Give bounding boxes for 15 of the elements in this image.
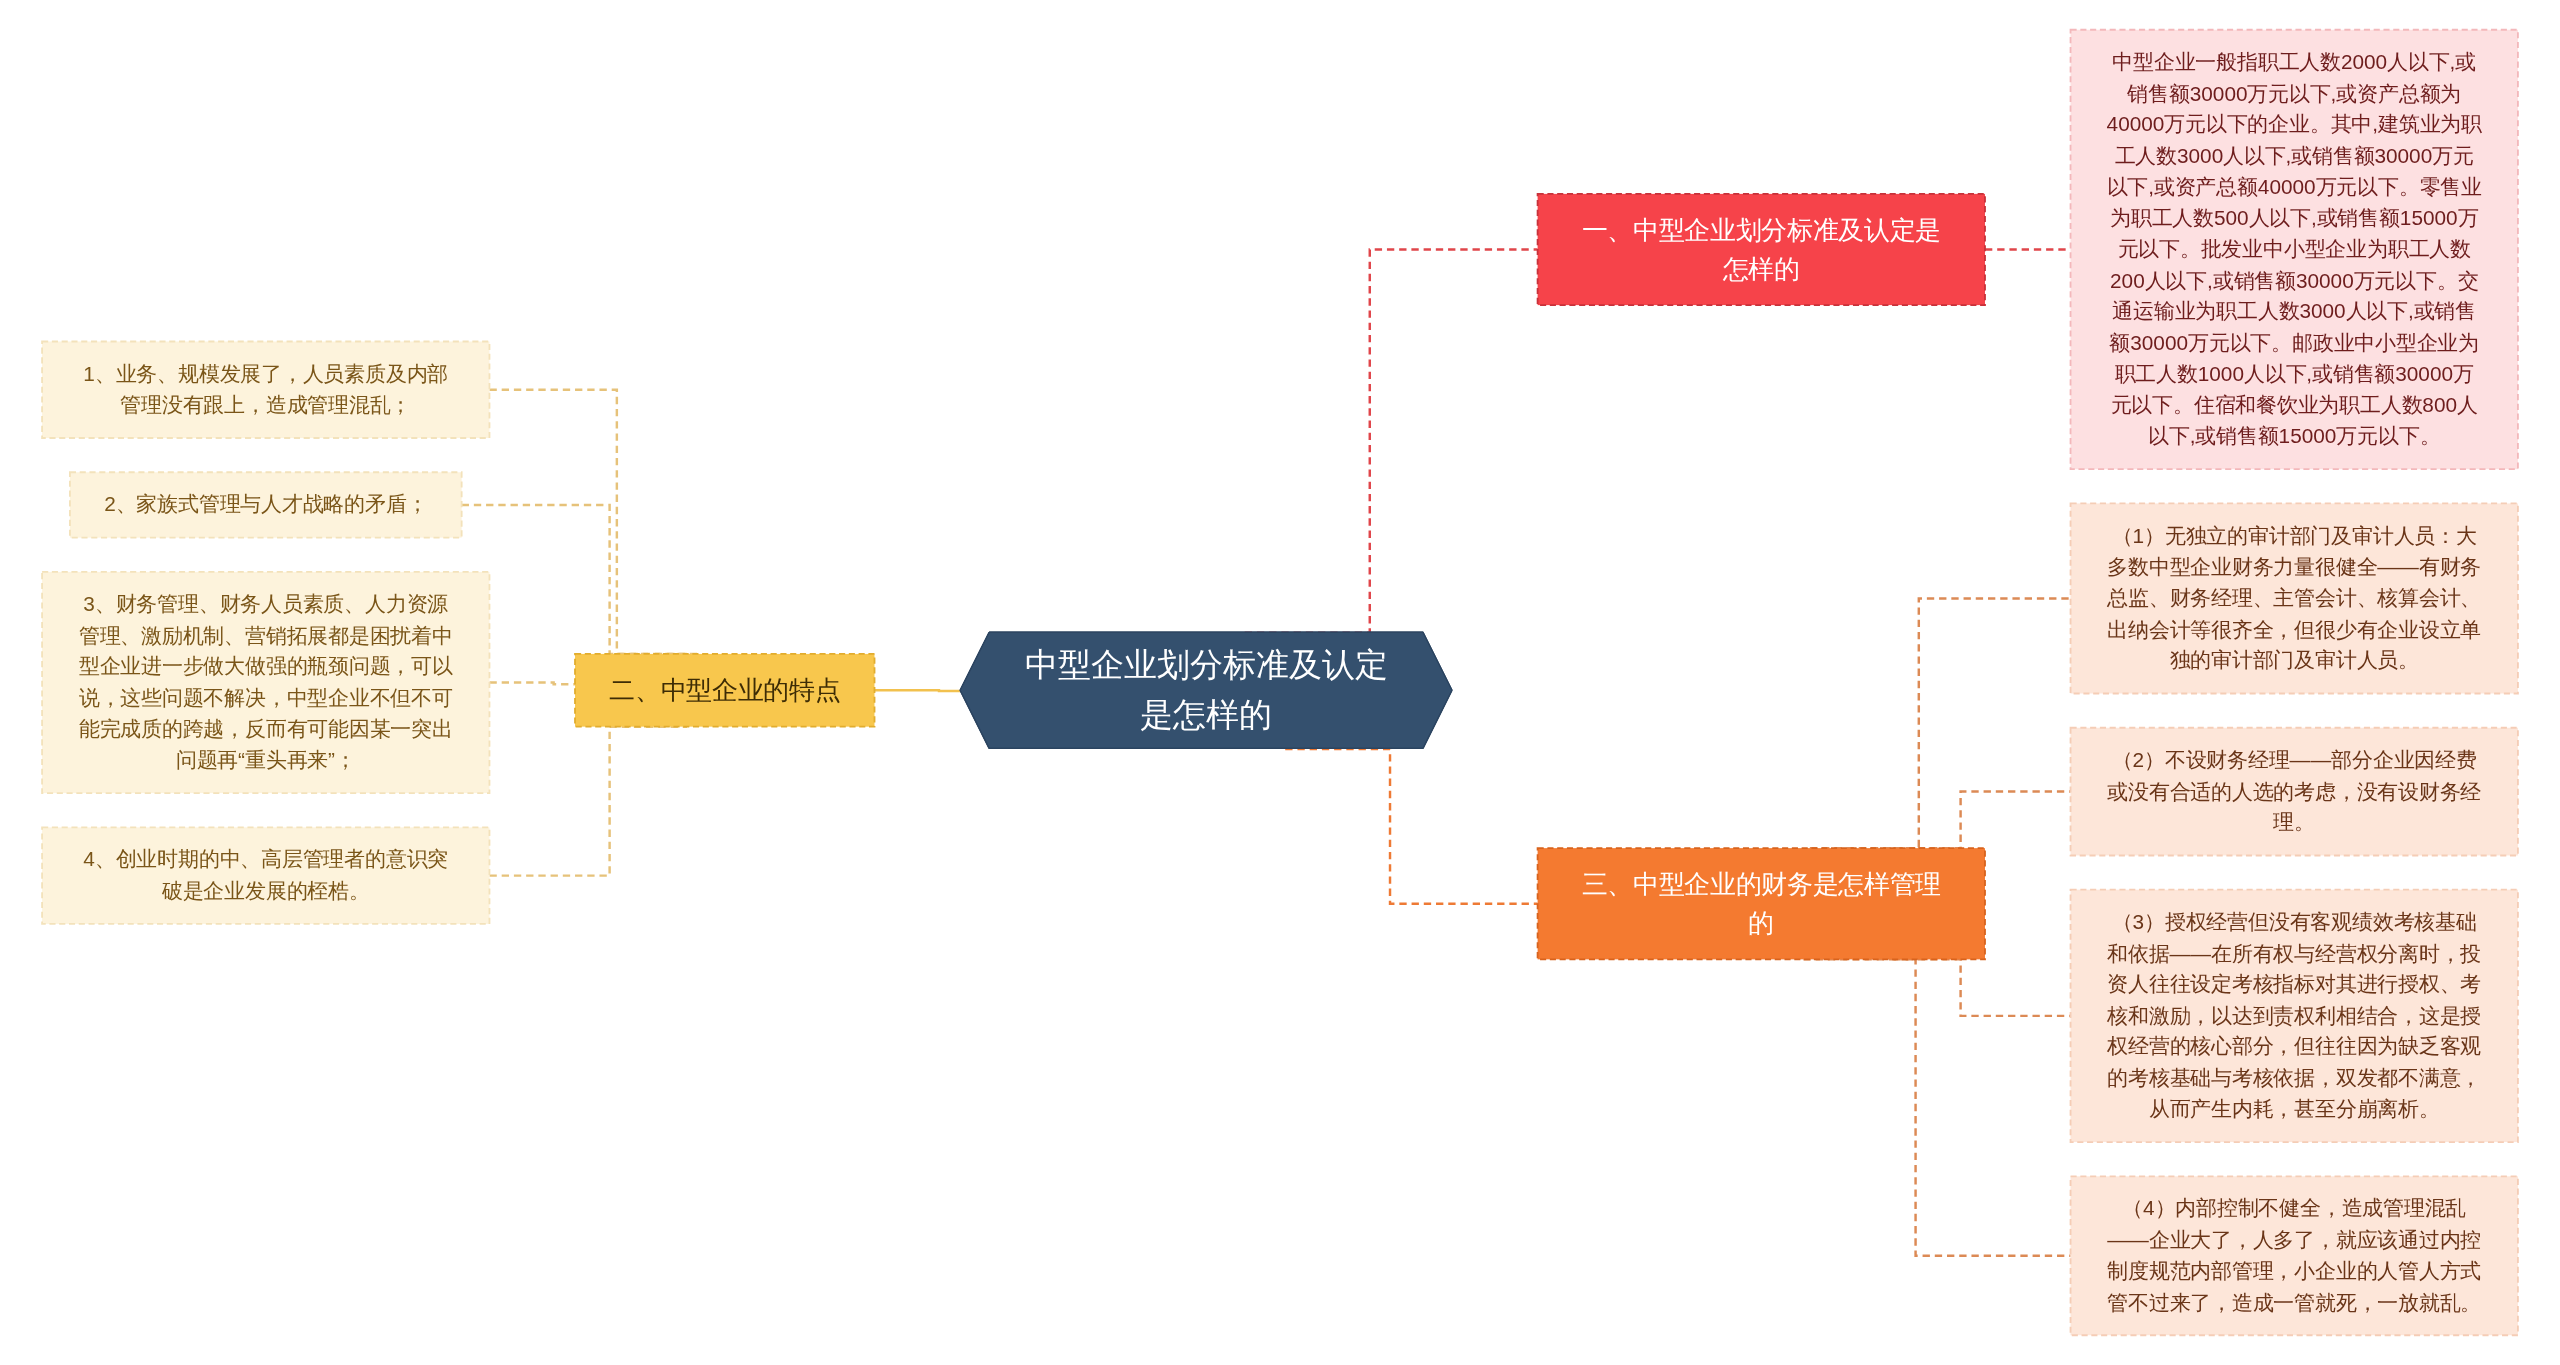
connector [489,681,575,686]
node-box: 三、中型企业的财务是怎样管理的 [1536,847,1986,961]
node-box: 2、家族式管理与人才战略的矛盾； [69,471,463,539]
node-box: 中型企业一般指职工人数2000人以下,或销售额30000万元以下,或资产总额为40000万元以下的企业。其中,建筑业为职工人数3000人以下,或销售额30000万元以下,或资产总额40000万元以下。零售业为职工人数500人以下,或销售额15000万元以下。批发业中小型企业为职工人数200人以下,或销售额30000万元以下。交通运输业为职工人数3000人以下,或销售额30000万元以下。邮政业中小型企业为职工人数1000人以下,或销售额30000万元以下。住宿和餐饮业为职工人数800人以下,或销售额15000万元以下。 [2069,28,2519,471]
node-box: （2）不设财务经理——部分企业因经费或没有合适的人选的考虑，没有设财务经理。 [2069,726,2519,857]
node-box: 4、创业时期的中、高层管理者的意识突破是企业发展的桎梏。 [41,826,491,925]
node-box: （3）授权经营但没有客观绩效考核基础和依据——在所有权与经营权分离时，投资人往往设定考核指标对其进行授权、考核和激励，以达到责权利相结合，这是授权经营的核心部分，但往往因为缺乏客观的考核基础与考核依据，双发都不满意，从而产生内耗，甚至分崩离析。 [2069,888,2519,1143]
node-box: 二、中型企业的特点 [574,653,876,728]
node-box: 3、财务管理、财务人员素质、人力资源管理、激励机制、营销拓展都是困扰着中型企业进一步做大做强的瓶颈问题，可以说，这些问题不解决，中型企业不但不可能完成质的跨越，反而有可能因某一突出问题再“重头再来”； [41,570,491,795]
node-box: （4）内部控制不健全，造成管理混乱——企业大了，人多了，就应该通过内控制度规范内部管理，小企业的人管人方式管不过来了，造成一管就死，一放就乱。 [2069,1175,2519,1337]
connector [1285,747,1538,905]
connector [874,689,961,693]
node-box: 1、业务、规模发展了，人员素质及内部管理没有跟上，造成管理混乱； [41,340,491,439]
node-box: （1）无独立的审计部门及审计人员：大多数中型企业财务力量很健全——有财务总监、财务经理、主管会计、核算会计、出纳会计等很齐全，但很少有企业设立单独的审计部门及审计人员。 [2069,502,2519,695]
node-box: 一、中型企业划分标准及认定是怎样的 [1536,192,1986,307]
